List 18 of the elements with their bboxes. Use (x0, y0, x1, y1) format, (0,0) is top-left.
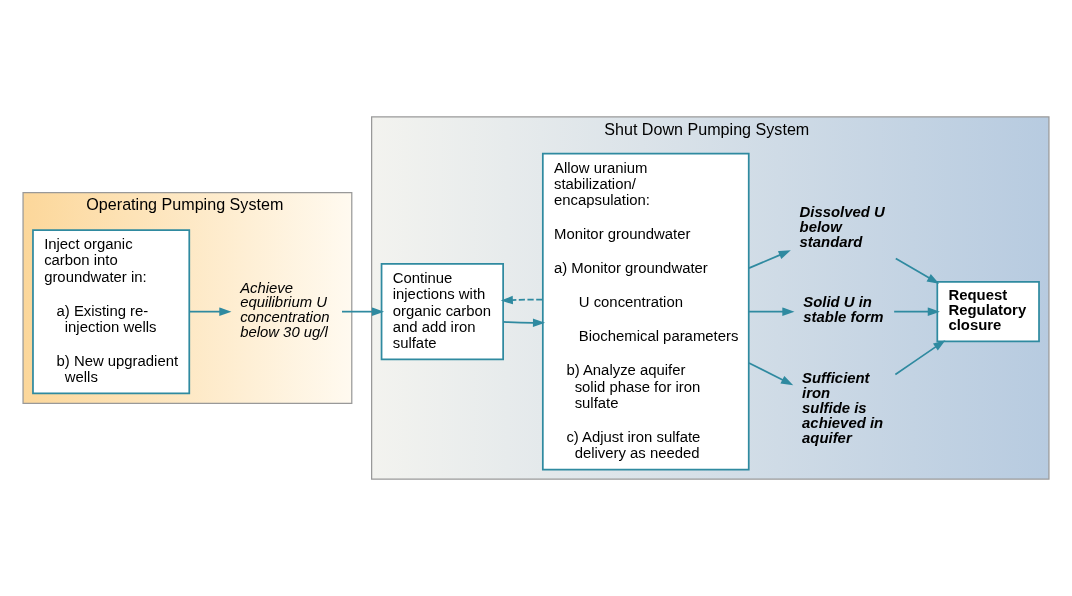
arrow (502, 318, 546, 328)
arrow (748, 250, 791, 269)
arrow (894, 257, 940, 284)
node-box: Allow uranium stabilization/ encapsulation: Monitor groundwater a) Monitor groundwater U concentration Biochemical parameters b) Analyze aquifer solid phase for iron sulfate c) Adjust iron sulfate delivery as needed (541, 152, 750, 471)
arrow (748, 307, 795, 316)
arrow (500, 295, 544, 305)
node-text: Dissolved U below standard (799, 203, 885, 250)
arrow (188, 307, 232, 316)
arrow (748, 362, 794, 386)
node-text: Achieve equilibrium U concentration below 30 ug/l (240, 279, 330, 341)
arrow (341, 307, 385, 316)
node-box: Inject organic carbon into groundwater in: a) Existing re-injection wells b) New upgradient wells (32, 229, 191, 395)
node-text: Sufficient iron sulfide is achieved in aquifer (802, 370, 884, 446)
node-box: Request Regulatory closure (936, 281, 1040, 343)
arrow (893, 307, 940, 316)
node-box: Continue injections with organic carbon and add iron sulfate (380, 263, 504, 361)
node-text: Solid U in stable form (803, 294, 884, 326)
arrow (894, 340, 946, 376)
